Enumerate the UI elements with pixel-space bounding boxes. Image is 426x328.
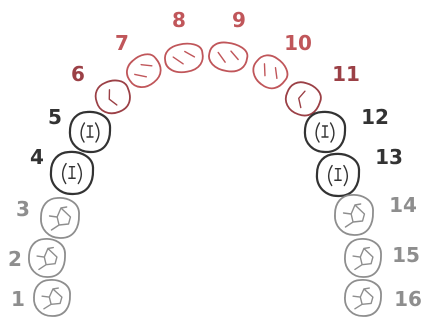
tooth-outline bbox=[284, 81, 322, 117]
tooth-1[interactable] bbox=[33, 279, 71, 317]
tooth-groove bbox=[80, 122, 100, 143]
tooth-number-label: 13 bbox=[375, 145, 403, 169]
tooth-groove bbox=[327, 164, 349, 187]
tooth-14[interactable] bbox=[334, 194, 374, 236]
tooth-groove bbox=[315, 122, 335, 143]
tooth-8[interactable] bbox=[163, 41, 205, 75]
tooth-groove bbox=[108, 89, 118, 106]
tooth-number-label: 6 bbox=[71, 62, 85, 86]
tooth-6[interactable] bbox=[91, 76, 134, 118]
incisor-tooth-icon bbox=[164, 42, 204, 74]
tooth-15[interactable] bbox=[344, 238, 382, 278]
tooth-outline bbox=[334, 194, 374, 236]
tooth-groove bbox=[217, 50, 239, 63]
tooth-number-label: 5 bbox=[48, 105, 62, 129]
tooth-number-label: 1 bbox=[11, 287, 25, 311]
tooth-groove bbox=[342, 203, 366, 228]
tooth-16[interactable] bbox=[344, 279, 382, 317]
tooth-10[interactable] bbox=[247, 50, 292, 95]
tooth-2[interactable] bbox=[28, 238, 66, 278]
tooth-outline bbox=[208, 41, 249, 73]
tooth-outline bbox=[126, 53, 162, 88]
tooth-number-label: 9 bbox=[232, 8, 246, 32]
tooth-outline bbox=[94, 79, 131, 115]
tooth-number-label: 7 bbox=[115, 31, 129, 55]
tooth-groove bbox=[41, 287, 63, 310]
incisor-tooth-icon bbox=[252, 54, 289, 90]
tooth-groove bbox=[352, 246, 374, 271]
tooth-number-label: 12 bbox=[361, 105, 389, 129]
tooth-number-label: 14 bbox=[389, 193, 417, 217]
molar-tooth-icon bbox=[344, 238, 382, 278]
tooth-11[interactable] bbox=[281, 78, 324, 120]
premolar-tooth-icon bbox=[68, 110, 112, 154]
tooth-number-label: 2 bbox=[8, 247, 22, 271]
tooth-12[interactable] bbox=[303, 110, 347, 154]
tooth-outline bbox=[252, 54, 289, 90]
premolar-tooth-icon bbox=[49, 150, 95, 196]
tooth-number-label: 10 bbox=[284, 31, 312, 55]
tooth-number-label: 4 bbox=[30, 145, 44, 169]
tooth-3[interactable] bbox=[40, 197, 80, 239]
tooth-13[interactable] bbox=[315, 152, 361, 198]
tooth-outline bbox=[33, 279, 71, 317]
molar-tooth-icon bbox=[33, 279, 71, 317]
tooth-outline bbox=[344, 279, 382, 317]
tooth-number-label: 3 bbox=[16, 197, 30, 221]
incisor-tooth-icon bbox=[126, 53, 162, 88]
tooth-4[interactable] bbox=[49, 150, 95, 196]
tooth-groove bbox=[298, 90, 306, 109]
tooth-groove bbox=[36, 246, 58, 271]
tooth-number-label: 8 bbox=[172, 8, 186, 32]
tooth-5[interactable] bbox=[68, 110, 112, 154]
tooth-groove bbox=[172, 50, 196, 65]
tooth-outline bbox=[40, 197, 80, 239]
canine-tooth-icon bbox=[284, 81, 322, 117]
tooth-groove bbox=[61, 162, 83, 185]
molar-tooth-icon bbox=[40, 197, 80, 239]
molar-tooth-icon bbox=[28, 238, 66, 278]
molar-tooth-icon bbox=[344, 279, 382, 317]
tooth-number-label: 15 bbox=[392, 243, 420, 267]
tooth-number-label: 16 bbox=[394, 287, 422, 311]
tooth-outline bbox=[28, 238, 66, 278]
tooth-7[interactable] bbox=[121, 49, 166, 94]
tooth-groove bbox=[134, 63, 153, 78]
tooth-groove bbox=[263, 63, 278, 80]
molar-tooth-icon bbox=[334, 194, 374, 236]
tooth-number-label: 11 bbox=[332, 62, 360, 86]
premolar-tooth-icon bbox=[315, 152, 361, 198]
premolar-tooth-icon bbox=[303, 110, 347, 154]
incisor-tooth-icon bbox=[208, 41, 249, 73]
tooth-groove bbox=[352, 287, 374, 310]
tooth-outline bbox=[164, 42, 204, 74]
canine-tooth-icon bbox=[94, 79, 131, 115]
tooth-outline bbox=[344, 238, 382, 278]
tooth-groove bbox=[48, 206, 72, 231]
tooth-9[interactable] bbox=[207, 40, 249, 74]
